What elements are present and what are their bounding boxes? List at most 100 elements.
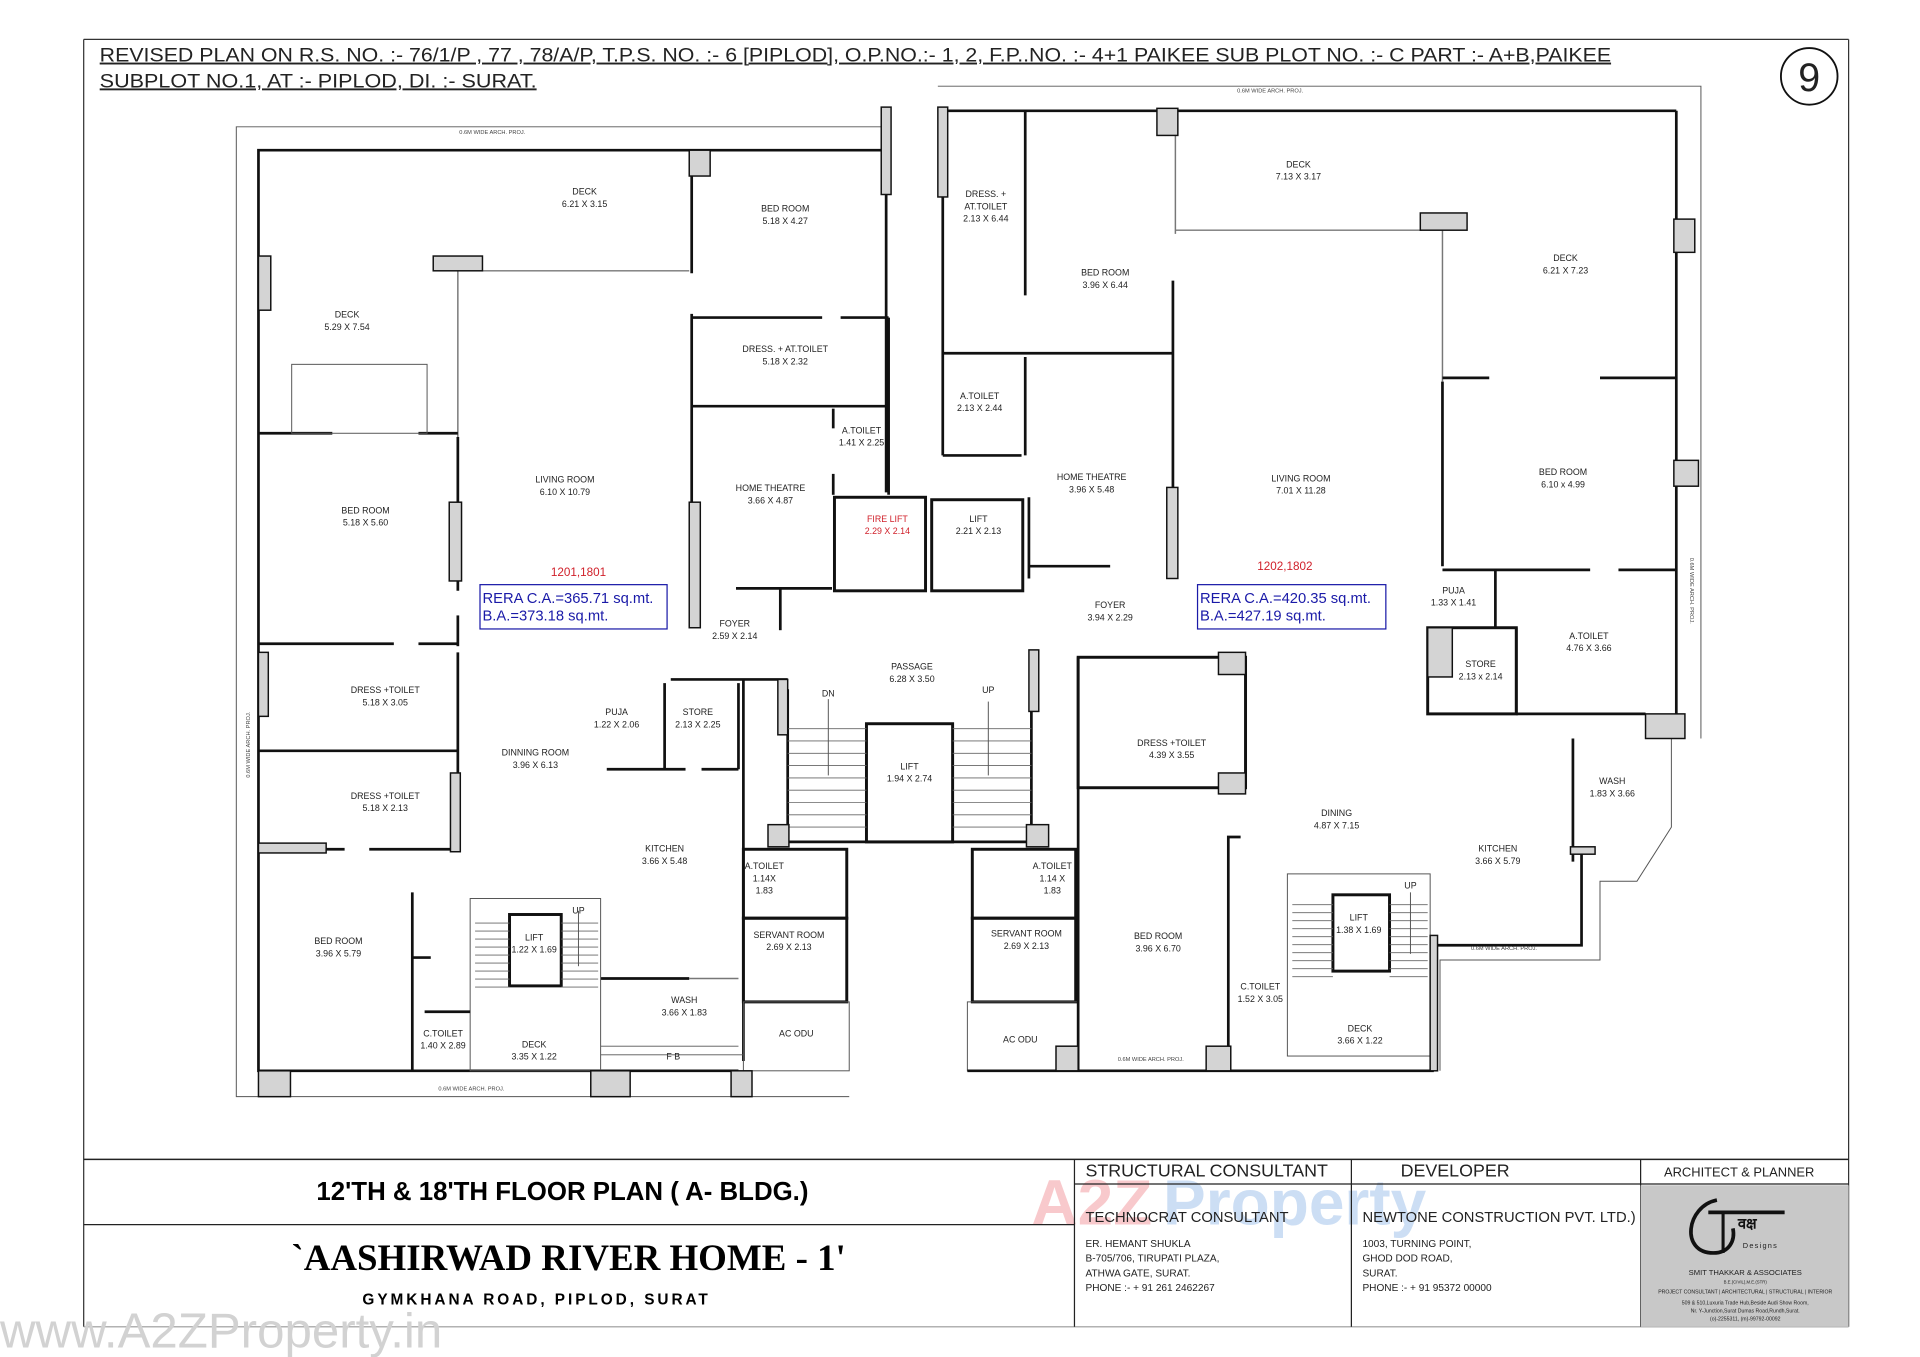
structural-column [688,501,702,629]
structural-column [1156,107,1179,137]
room-dimensions: 6.10 x 4.99 [1541,479,1585,489]
room-dimensions: 3.96 X 6.44 [1083,280,1128,290]
structural-column [937,106,949,198]
room-name: DRESS. + [966,189,1007,199]
room-dimensions: 3.96 X 6.70 [1135,943,1180,953]
address-line: GHOD DOD ROAD, [1362,1254,1452,1265]
structural-column [449,772,462,853]
room-label: F B [666,1052,680,1062]
a2z-logo-watermark: A2Z Property [1031,1167,1426,1239]
room-label: DECK 3.66 X 1.22 [1337,1023,1382,1045]
room-label: DRESS. + AT.TOILET 2.13 X 6.44 [963,189,1008,224]
room-dimensions: 1.40 X 2.89 [420,1041,465,1051]
room-label: AC ODU [779,1028,813,1038]
room-dimensions: 2.59 X 2.14 [712,631,757,641]
structural-column [257,651,270,718]
room-name: PUJA [605,707,628,717]
architect-qualification: B.E.(CIVIL),M.E.(STR) [1724,1280,1768,1285]
room-name: KITCHEN [645,844,684,854]
address-line: Nr. Y-Junction,Surat Dumas Road,Rundh,Su… [1691,1309,1800,1315]
arch-projection-label: 0.6M WIDE ARCH. PROJ. [1118,1057,1184,1063]
room-dimensions: 1.22 X 1.69 [511,945,556,955]
room-name: KITCHEN [1478,844,1517,854]
room-name: AC ODU [1003,1034,1037,1044]
left-flat-numbers: 1201,1801 [551,566,606,579]
room-dimensions: 7.13 X 3.17 [1276,172,1321,182]
room-name: DECK [1348,1023,1373,1033]
room-label: DECK 6.21 X 7.23 [1543,253,1588,275]
room-dimensions: 1.83 X 3.66 [1590,788,1635,798]
room-dimensions: 6.10 X 10.79 [540,487,590,497]
room-dimensions: 3.66 X 1.22 [1337,1036,1382,1046]
room-name: DECK [522,1039,547,1049]
room-name: DINING [1321,808,1352,818]
room-dimensions: 6.21 X 7.23 [1543,265,1588,275]
room-label: PUJA 1.22 X 2.06 [594,707,639,729]
room-name: LIVING ROOM [1271,473,1330,483]
room-dimensions: 6.21 X 3.15 [562,199,607,209]
structural-column [257,842,327,854]
room-name: UP [572,905,584,915]
room-label: DN [822,689,835,699]
room-name: LIFT [1350,913,1369,923]
structural-column [1426,626,1454,678]
room-label: UP [1404,881,1416,891]
room-dimensions: 1.22 X 2.06 [594,719,639,729]
structural-column [777,678,789,736]
architect-heading: ARCHITECT & PLANNER [1664,1165,1814,1180]
room-dimensions: 1.52 X 3.05 [1238,994,1283,1004]
room-name: BED ROOM [761,204,809,214]
room-name: DECK [1553,253,1578,263]
sheet-number: 9 [1798,56,1820,100]
room-name: BED ROOM [1134,931,1182,941]
room-dimensions: 2.13 X 6.44 [963,214,1008,224]
room-name: FIRE LIFT [867,514,908,524]
address-line: PHONE :- + 91 95372 00000 [1362,1283,1492,1294]
room-name: F B [666,1052,680,1062]
room-name: STORE [1465,659,1495,669]
room-dimensions: 5.29 X 7.54 [324,322,369,332]
room-dimensions: 1.83 [756,886,773,896]
room-dimensions: 1.33 X 1.41 [1431,598,1476,608]
structural-column [448,501,463,582]
structural-column [1673,218,1696,254]
room-name: LIFT [969,514,988,524]
address-line: SURAT. [1362,1268,1397,1279]
left-built-area: B.A.=373.18 sq.mt. [482,608,608,624]
room-label: UP [572,905,584,915]
room-name: BED ROOM [314,936,362,946]
room-dimensions: 2.29 X 2.14 [865,526,910,536]
room-dimensions: 3.66 X 5.79 [1475,856,1520,866]
room-dimensions: 2.13 X 2.25 [675,719,720,729]
room-name: A.TOILET [960,391,1000,401]
room-dimensions: 1.41 X 2.25 [839,438,884,448]
room-dimensions: AT.TOILET [964,201,1008,211]
room-name: LIFT [525,932,544,942]
left-rera-carpet-area: RERA C.A.=365.71 sq.mt. [482,591,653,607]
structural-column [1166,486,1179,580]
structural-column [1217,651,1247,676]
room-name: BED ROOM [341,505,389,515]
room-name: LIFT [900,761,919,771]
structural-column [257,255,272,311]
right-flat-numbers: 1202,1802 [1257,560,1312,573]
address-line: 1003, TURNING POINT, [1362,1239,1471,1250]
structural-column [1028,649,1040,713]
